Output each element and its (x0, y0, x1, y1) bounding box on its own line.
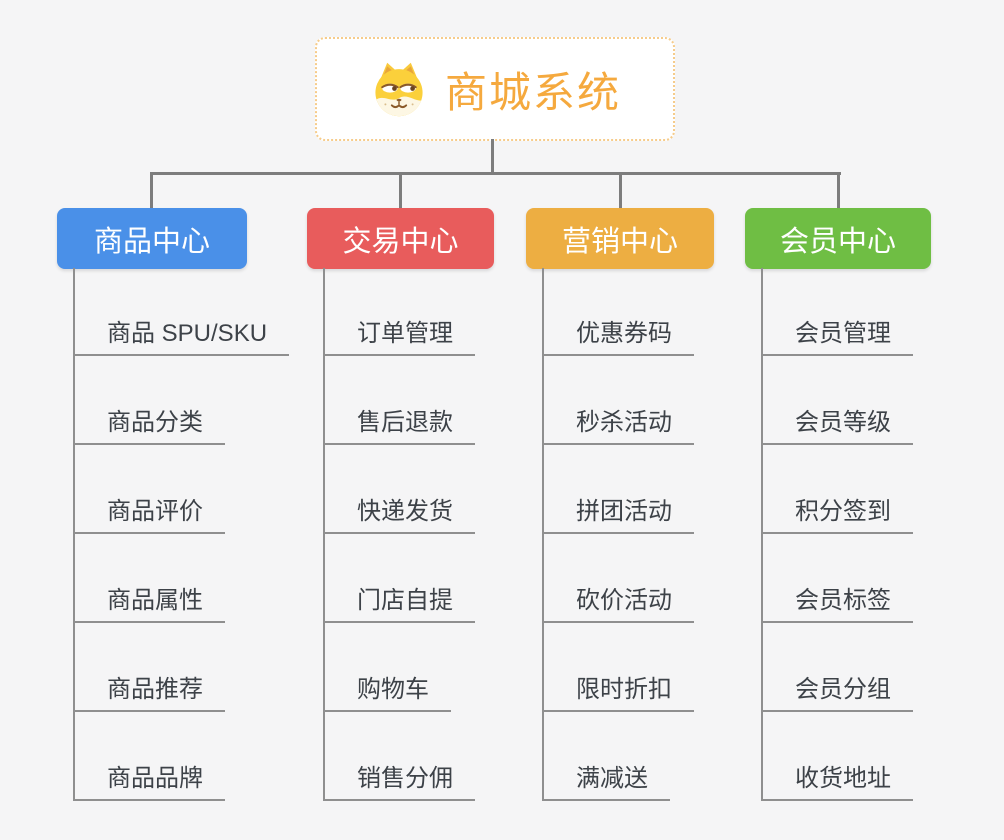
branch-item[interactable]: 商品属性 (73, 534, 225, 623)
branch-header-trade-center[interactable]: 交易中心 (307, 208, 494, 269)
branch-item[interactable]: 拼团活动 (542, 445, 694, 534)
branch-item[interactable]: 收货地址 (761, 712, 913, 801)
branch-spine-3 (542, 268, 544, 801)
connector-root-vertical (491, 139, 494, 173)
branch-item[interactable]: 商品推荐 (73, 623, 225, 712)
branch-item[interactable]: 积分签到 (761, 445, 913, 534)
branch-item[interactable]: 满减送 (542, 712, 670, 801)
branch-item[interactable]: 商品品牌 (73, 712, 225, 801)
branch-item[interactable]: 快递发货 (323, 445, 475, 534)
connector-drop-1 (150, 172, 153, 209)
branch-item[interactable]: 会员管理 (761, 267, 913, 356)
root-title: 商城系统 (444, 68, 621, 116)
branch-children-trade-center: 订单管理 售后退款 快递发货 门店自提 购物车 销售分佣 (323, 267, 475, 801)
branch-spine-4 (761, 268, 763, 801)
branch-item[interactable]: 售后退款 (323, 356, 475, 445)
branch-header-product-center[interactable]: 商品中心 (57, 208, 247, 269)
root-topic[interactable]: 商城系统 (315, 37, 675, 141)
branch-item[interactable]: 会员分组 (761, 623, 913, 712)
branch-children-member-center: 会员管理 会员等级 积分签到 会员标签 会员分组 收货地址 (761, 267, 913, 801)
branch-item[interactable]: 购物车 (323, 623, 451, 712)
branch-children-product-center: 商品 SPU/SKU 商品分类 商品评价 商品属性 商品推荐 商品品牌 (73, 267, 290, 801)
branch-item[interactable]: 订单管理 (323, 267, 475, 356)
connector-drop-2 (399, 172, 402, 209)
branch-item[interactable]: 会员等级 (761, 356, 913, 445)
branch-item[interactable]: 商品评价 (73, 445, 225, 534)
branch-item[interactable]: 会员标签 (761, 534, 913, 623)
branch-item[interactable]: 销售分佣 (323, 712, 475, 801)
branch-item[interactable]: 优惠券码 (542, 267, 694, 356)
branch-item[interactable]: 秒杀活动 (542, 356, 694, 445)
connector-drop-3 (619, 172, 622, 209)
branch-children-marketing-center: 优惠券码 秒杀活动 拼团活动 砍价活动 限时折扣 满减送 (542, 267, 694, 801)
branch-header-member-center[interactable]: 会员中心 (745, 208, 931, 269)
branch-item[interactable]: 门店自提 (323, 534, 475, 623)
branch-spine-2 (323, 268, 325, 801)
connector-horizontal (150, 172, 841, 175)
branch-header-marketing-center[interactable]: 营销中心 (526, 208, 714, 269)
branch-item[interactable]: 限时折扣 (542, 623, 694, 712)
branch-item[interactable]: 商品 SPU/SKU (73, 267, 290, 356)
connector-drop-4 (837, 172, 840, 209)
dog-face-icon (375, 62, 423, 117)
branch-spine-1 (73, 268, 75, 801)
branch-item[interactable]: 砍价活动 (542, 534, 694, 623)
branch-item[interactable]: 商品分类 (73, 356, 225, 445)
